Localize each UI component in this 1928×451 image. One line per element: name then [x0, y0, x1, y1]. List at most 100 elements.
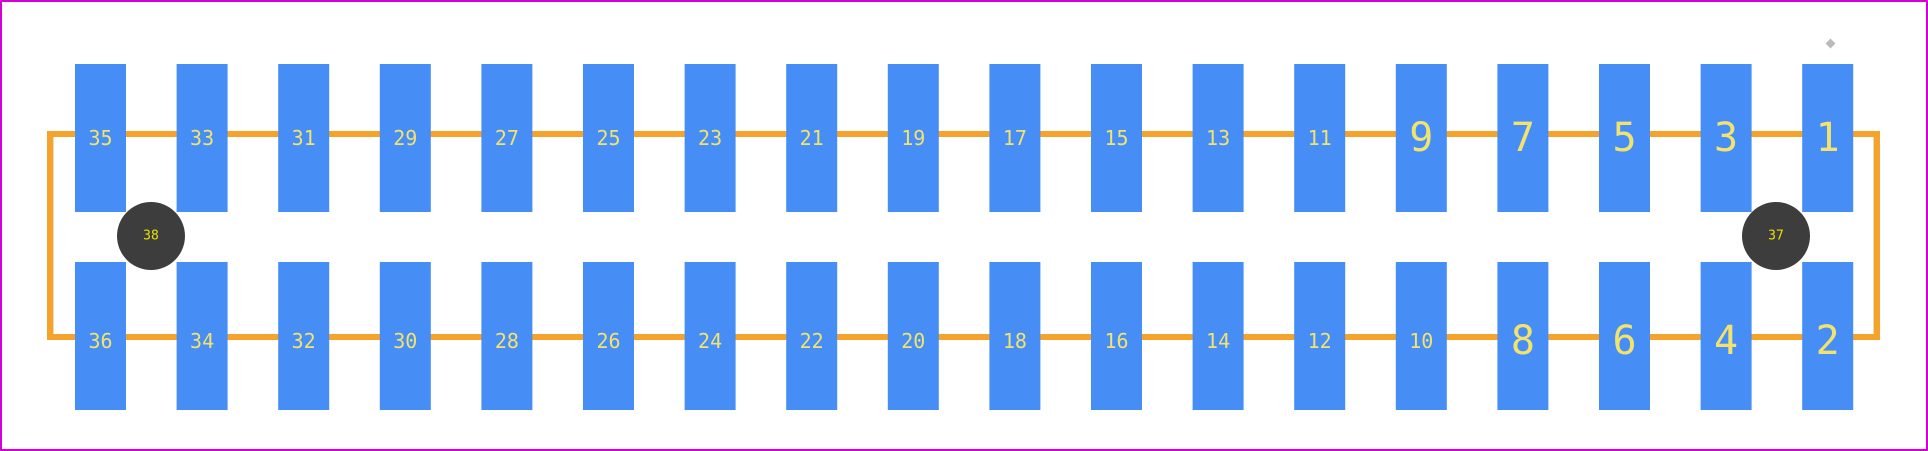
pad-shape	[75, 64, 126, 212]
pad-20: 20	[887, 262, 939, 410]
pad-number: 7	[1511, 115, 1535, 161]
pad-shape	[1395, 64, 1447, 212]
pad-shape	[1091, 64, 1142, 212]
silkscreen-outline	[47, 131, 1880, 340]
pad-number: 21	[800, 126, 824, 150]
pad-25: 25	[583, 64, 634, 212]
pad-33: 33	[176, 64, 228, 212]
pin1-diamond-icon	[1825, 38, 1836, 49]
pad-number: 30	[393, 329, 417, 353]
pad-number: 15	[1104, 126, 1128, 150]
pad-32: 32	[278, 262, 330, 410]
pad-26: 26	[583, 262, 634, 410]
pad-shape	[1497, 262, 1549, 410]
pad-8: 8	[1497, 262, 1549, 410]
pad-number: 36	[88, 329, 112, 353]
pad-shape	[1700, 64, 1752, 212]
pad-36: 36	[75, 262, 126, 410]
pad-shape	[1802, 64, 1854, 212]
pad-number: 33	[190, 126, 214, 150]
mounting-hole-37: 37	[1742, 202, 1810, 270]
pad-number: 23	[698, 126, 722, 150]
pad-number: 13	[1206, 126, 1230, 150]
pad-30: 30	[379, 262, 431, 410]
mounting-hole-38: 38	[117, 202, 185, 270]
pad-shape	[1395, 262, 1447, 410]
pad-23: 23	[684, 64, 736, 212]
pad-15: 15	[1091, 64, 1142, 212]
pad-shape	[1497, 64, 1549, 212]
pad-21: 21	[786, 64, 838, 212]
pad-shape	[1802, 262, 1854, 410]
pad-shape	[684, 262, 736, 410]
pad-24: 24	[684, 262, 736, 410]
pad-number: 1	[1816, 115, 1840, 161]
pad-number: 14	[1206, 329, 1230, 353]
mounting-holes: 38 37	[117, 202, 1810, 270]
pad-2: 2	[1802, 262, 1854, 410]
pad-number: 5	[1612, 115, 1636, 161]
pad-number: 9	[1409, 115, 1433, 161]
pad-number: 22	[800, 329, 824, 353]
pad-shape	[176, 64, 228, 212]
pad-29: 29	[379, 64, 431, 212]
pad-shape	[379, 64, 431, 212]
pad-shape	[1091, 262, 1142, 410]
pad-number: 6	[1612, 318, 1636, 364]
pad-6: 6	[1599, 262, 1650, 410]
pad-shape	[176, 262, 228, 410]
pad-shape	[1294, 64, 1346, 212]
mounting-hole-number: 37	[1768, 229, 1784, 244]
mounting-hole-number: 38	[143, 229, 159, 244]
pad-number: 11	[1308, 126, 1332, 150]
pad-number: 8	[1511, 318, 1535, 364]
pad-number: 19	[901, 126, 925, 150]
pad-shape	[278, 64, 330, 212]
pad-12: 12	[1294, 262, 1346, 410]
pad-shape	[887, 64, 939, 212]
pin1-marker	[1825, 38, 1836, 49]
pad-shape	[786, 262, 838, 410]
pad-shape	[1599, 64, 1650, 212]
pad-19: 19	[887, 64, 939, 212]
pad-shape	[1192, 262, 1244, 410]
mounting-hole-shape	[1742, 202, 1810, 270]
pad-number: 2	[1816, 318, 1840, 364]
pad-11: 11	[1294, 64, 1346, 212]
pad-shape	[684, 64, 736, 212]
pad-7: 7	[1497, 64, 1549, 212]
pad-number: 17	[1003, 126, 1027, 150]
pad-shape	[1192, 64, 1244, 212]
pad-34: 34	[176, 262, 228, 410]
pad-number: 16	[1104, 329, 1128, 353]
pad-28: 28	[481, 262, 533, 410]
pad-shape	[75, 262, 126, 410]
pad-31: 31	[278, 64, 330, 212]
pad-shape	[1599, 262, 1650, 410]
pad-5: 5	[1599, 64, 1650, 212]
pad-shape	[481, 64, 533, 212]
pad-shape	[481, 262, 533, 410]
pad-number: 25	[596, 126, 620, 150]
pad-14: 14	[1192, 262, 1244, 410]
pad-number: 35	[88, 126, 112, 150]
pad-number: 34	[190, 329, 214, 353]
pad-shape	[379, 262, 431, 410]
pad-1: 1	[1802, 64, 1854, 212]
pad-number: 32	[292, 329, 316, 353]
pad-number: 4	[1714, 318, 1738, 364]
pad-shape	[583, 64, 634, 212]
pad-number: 12	[1308, 329, 1332, 353]
pad-16: 16	[1091, 262, 1142, 410]
pad-shape	[786, 64, 838, 212]
pad-shape	[989, 262, 1041, 410]
pad-number: 27	[495, 126, 519, 150]
pad-shape	[887, 262, 939, 410]
pad-number: 31	[292, 126, 316, 150]
pad-22: 22	[786, 262, 838, 410]
pad-shape	[278, 262, 330, 410]
pad-shape	[1294, 262, 1346, 410]
pad-number: 29	[393, 126, 417, 150]
pad-number: 18	[1003, 329, 1027, 353]
